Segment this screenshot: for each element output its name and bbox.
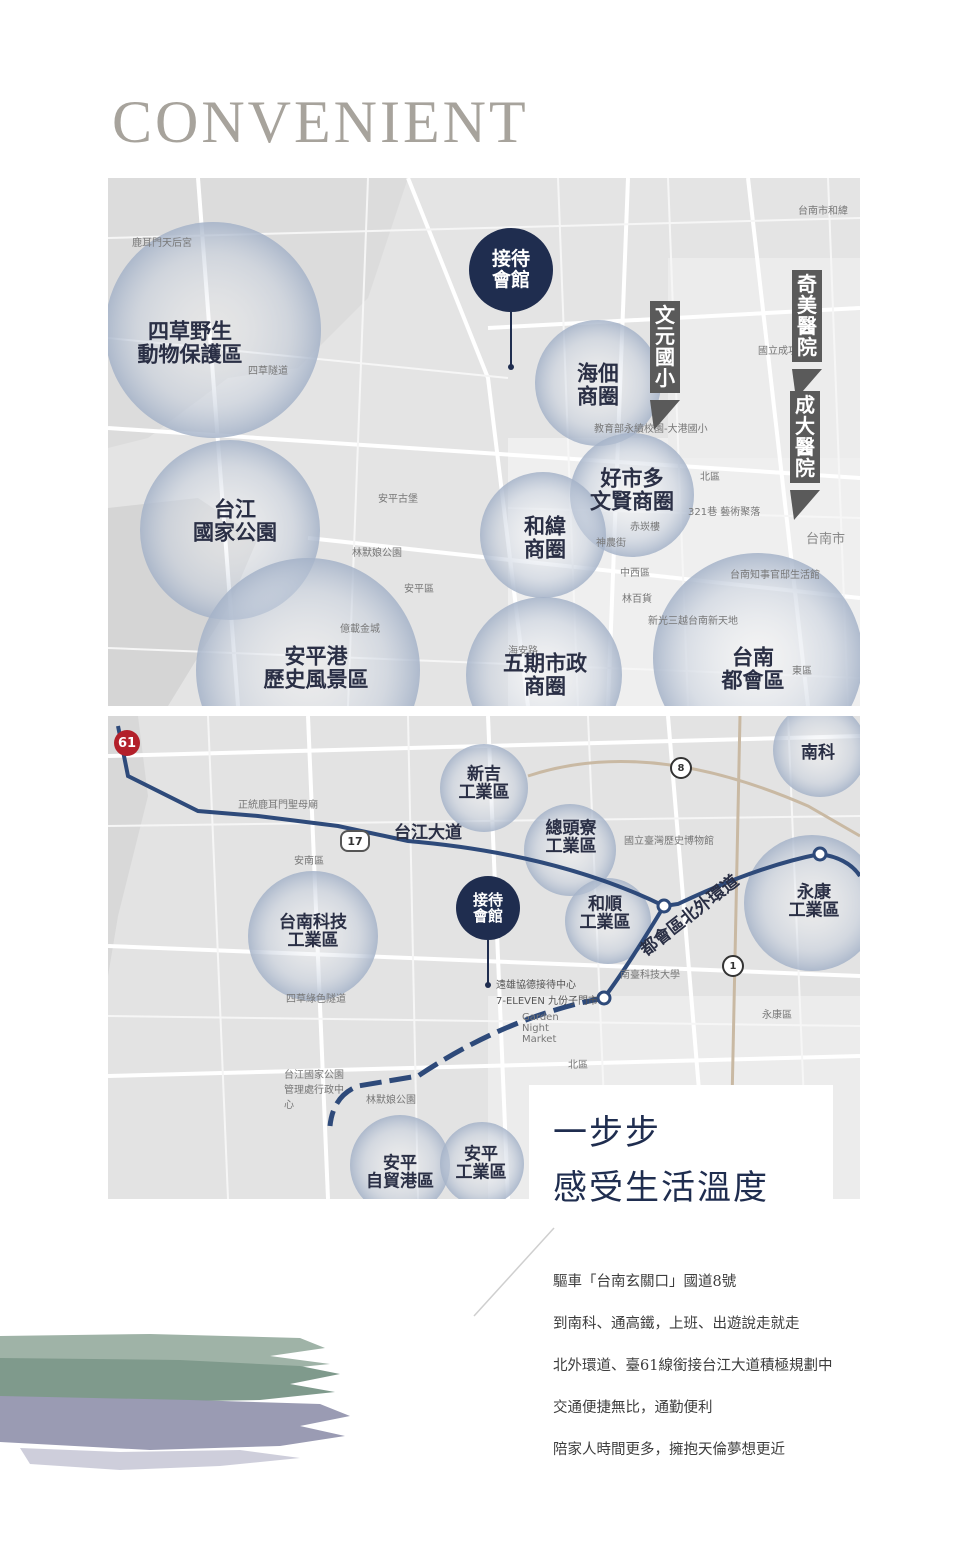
tag-pointer — [790, 490, 820, 520]
circle-label-yongkang: 永康工業區 — [788, 882, 840, 921]
reception-pin: 接待會館 — [469, 228, 553, 312]
reception-pin: 接待會館 — [456, 876, 520, 940]
place-label: 安南區 — [294, 856, 324, 867]
decorative-diagonal-line — [473, 1227, 555, 1317]
place-label: 北區 — [568, 1060, 588, 1071]
place-label: 南臺科技大學 — [620, 970, 680, 981]
reception-pin-dot — [508, 364, 514, 370]
circle-anping-ftz — [350, 1115, 450, 1199]
place-label: 四草綠色隧道 — [286, 994, 346, 1005]
tag-chimei-hospital: 奇美醫院 — [792, 270, 822, 362]
freeway-1-shield: 1 — [722, 955, 744, 977]
circle-label-nanke: 南科 — [801, 742, 835, 763]
description-line-4: 交通便捷無比，通勤便利 — [553, 1400, 713, 1416]
place-label: 中西區 — [620, 568, 650, 579]
place-label: 北區 — [700, 472, 720, 483]
reception-pin-stem — [510, 310, 512, 366]
circle-label-anping-harbor: 安平港歷史風景區 — [263, 644, 369, 691]
circle-haidian — [535, 320, 661, 446]
place-label: 赤崁樓 — [630, 522, 660, 533]
reception-pin-stem — [487, 940, 489, 984]
place-label: 億載金城 — [340, 624, 380, 635]
place-label: 台南市和緯 — [798, 206, 848, 217]
circle-5th-phase — [466, 597, 622, 706]
place-label: 安平古堡 — [378, 494, 418, 505]
description-line-2: 到南科、通高鐵，上班、出遊說走就走 — [553, 1316, 800, 1332]
tagline-line1: 一步步 — [553, 1115, 661, 1152]
circle-label-tainan-tech: 台南科技工業區 — [279, 912, 347, 951]
freeway-8-shield: 8 — [670, 757, 692, 779]
tag-wenyuan-school: 文元國小 — [650, 301, 680, 393]
circle-label-anping-ftz: 安平自貿港區 — [366, 1153, 434, 1192]
tagline-line2: 感受生活溫度 — [553, 1170, 769, 1207]
description-line-3: 北外環道、臺61線銜接台江大道積極規劃中 — [553, 1358, 833, 1374]
place-label: 台南知事官邸生活館 — [730, 570, 820, 581]
place-label: 台南市 — [806, 532, 846, 547]
reception-pin-dot — [485, 982, 491, 988]
place-label: 安平區 — [404, 584, 434, 595]
circle-label-hewei: 和緯商圈 — [524, 514, 566, 561]
circle-label-sicao: 四草野生動物保護區 — [137, 319, 243, 366]
circle-heshun — [565, 878, 651, 964]
place-label: 正統鹿耳門聖母廟 — [238, 800, 318, 811]
road-label-taijiang-blvd: 台江大道 — [394, 822, 462, 843]
circle-tainan-metro — [653, 553, 860, 706]
place-label: 國立臺灣歷史博物館 — [624, 836, 714, 847]
circle-zongtouliao — [524, 804, 616, 896]
place-label: 鹿耳門天后宮 — [132, 238, 192, 249]
place-label: 四草隧道 — [248, 366, 288, 377]
place-label: 新光三越台南新天地 — [648, 616, 738, 627]
description-line-5: 陪家人時間更多，擁抱天倫夢想更近 — [553, 1442, 785, 1458]
place-label: 林百貨 — [622, 594, 652, 605]
place-label: 神農街 — [596, 538, 626, 549]
place-label: 海安路 — [508, 646, 538, 657]
circle-label-taijiang: 台江國家公園 — [193, 497, 277, 544]
circle-label-heshun: 和順工業區 — [579, 894, 631, 933]
circle-label-zongtouliao: 總頭寮工業區 — [545, 818, 597, 857]
decorative-brush-strokes — [0, 1334, 350, 1470]
place-label: 321巷 藝術聚落 — [688, 507, 761, 518]
description-line-1: 驅車「台南玄關口」國道8號 — [553, 1274, 737, 1290]
page-heading: CONVENIENT — [112, 89, 529, 155]
tag-ncku-hospital: 成大醫院 — [790, 391, 820, 483]
circle-hewei — [480, 472, 606, 598]
top-area-map: 鹿耳門天后宮 安平古堡 林默娘公園 四草隧道 北區 321巷 藝術聚落 赤崁樓 … — [108, 178, 860, 706]
circle-label-tainan-metro: 台南都會區 — [721, 645, 785, 692]
place-label: 國立成功大學 — [758, 346, 818, 357]
circle-label-xinji: 新吉工業區 — [458, 764, 510, 803]
circle-tainan-tech — [248, 871, 378, 1001]
tag-pointer — [650, 400, 680, 430]
place-label: 台江國家公園管理處行政中心 — [284, 1070, 344, 1111]
route-61-shield: 61 — [114, 730, 140, 756]
circle-label-costco: 好市多文賢商圈 — [590, 466, 674, 513]
circle-label-haidian: 海佃商圈 — [577, 361, 619, 408]
circle-sicao — [108, 222, 321, 438]
place-label: 林默娘公園 — [352, 548, 402, 559]
place-label: 東區 — [792, 666, 812, 677]
circle-anping-harbor — [196, 558, 420, 706]
circle-label-anping-industrial: 安平工業區 — [455, 1144, 507, 1183]
place-label: 永康區 — [762, 1010, 792, 1021]
circle-xinji — [440, 744, 528, 832]
place-label: Garden Night Market — [522, 1012, 559, 1045]
place-label: 林默娘公園 — [366, 1095, 416, 1106]
route-17-shield: 17 — [340, 830, 370, 852]
place-label: 教育部永續校園-大港國小 — [594, 424, 708, 435]
place-label: 遠雄協德接待中心 — [496, 980, 576, 991]
place-label: 7-ELEVEN 九份子門市 — [496, 996, 598, 1007]
circle-anping-industrial — [440, 1122, 524, 1199]
circle-yongkang — [744, 835, 860, 971]
circle-label-5th-phase: 五期市政商圈 — [503, 651, 587, 698]
circle-nanke — [773, 716, 860, 797]
tagline-box — [529, 1085, 833, 1200]
